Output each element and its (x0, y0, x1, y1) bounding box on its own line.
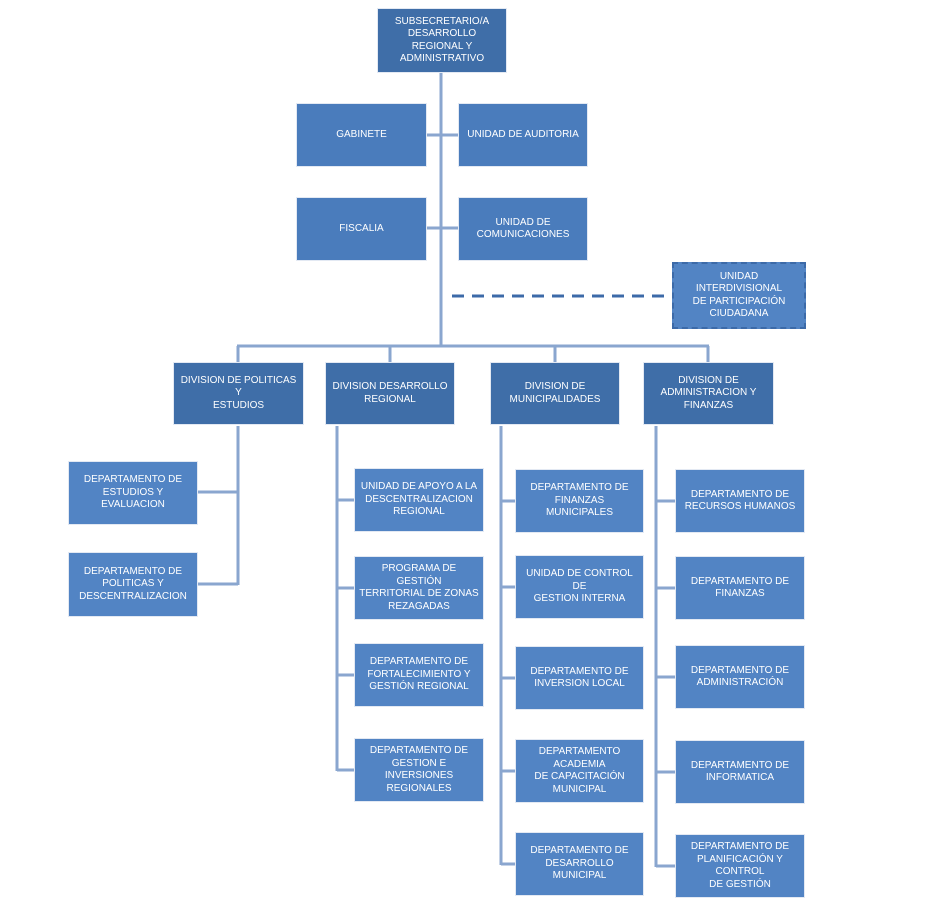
box-depto-estudios-evaluacion: DEPARTAMENTO DE ESTUDIOS Y EVALUACION (68, 461, 198, 525)
box-depto-recursos-humanos: DEPARTAMENTO DE RECURSOS HUMANOS (675, 469, 805, 533)
box-depto-planificacion-control: DEPARTAMENTO DE PLANIFICACIÓN Y CONTROL … (675, 834, 805, 898)
box-fiscalia: FISCALIA (296, 197, 427, 261)
box-gabinete: GABINETE (296, 103, 427, 167)
box-division-municipalidades: DIVISION DE MUNICIPALIDADES (490, 362, 620, 425)
box-unidad-auditoria: UNIDAD DE AUDITORIA (458, 103, 588, 167)
box-unidad-apoyo-descentralizacion: UNIDAD DE APOYO A LA DESCENTRALIZACION R… (354, 468, 484, 532)
box-division-administracion: DIVISION DE ADMINISTRACION Y FINANZAS (643, 362, 774, 425)
box-unidad-control-gestion: UNIDAD DE CONTROL DE GESTION INTERNA (515, 555, 644, 619)
box-depto-desarrollo-municipal: DEPARTAMENTO DE DESARROLLO MUNICIPAL (515, 832, 644, 896)
box-depto-finanzas-municipales: DEPARTAMENTO DE FINANZAS MUNICIPALES (515, 469, 644, 533)
box-unidad-comunicaciones: UNIDAD DE COMUNICACIONES (458, 197, 588, 261)
box-subsecretario: SUBSECRETARIO/A DESARROLLO REGIONAL Y AD… (377, 8, 507, 73)
box-depto-politicas-descentralizacion: DEPARTAMENTO DE POLITICAS Y DESCENTRALIZ… (68, 552, 198, 617)
box-depto-finanzas: DEPARTAMENTO DE FINANZAS (675, 556, 805, 620)
box-programa-gestion-territorial: PROGRAMA DE GESTIÓN TERRITORIAL DE ZONAS… (354, 556, 484, 620)
box-division-politicas: DIVISION DE POLITICAS Y ESTUDIOS (173, 362, 304, 425)
box-depto-academia-capacitacion: DEPARTAMENTO ACADEMIA DE CAPACITACIÓN MU… (515, 739, 644, 803)
box-depto-informatica: DEPARTAMENTO DE INFORMATICA (675, 740, 805, 804)
box-depto-inversion-local: DEPARTAMENTO DE INVERSION LOCAL (515, 646, 644, 710)
box-division-desarrollo-regional: DIVISION DESARROLLO REGIONAL (325, 362, 455, 425)
box-unidad-interdivisional: UNIDAD INTERDIVISIONAL DE PARTICIPACIÓN … (672, 262, 806, 329)
box-depto-gestion-inversiones: DEPARTAMENTO DE GESTION E INVERSIONES RE… (354, 738, 484, 802)
box-depto-fortalecimiento: DEPARTAMENTO DE FORTALECIMIENTO Y GESTIÓ… (354, 643, 484, 707)
box-depto-administracion: DEPARTAMENTO DE ADMINISTRACIÓN (675, 645, 805, 709)
